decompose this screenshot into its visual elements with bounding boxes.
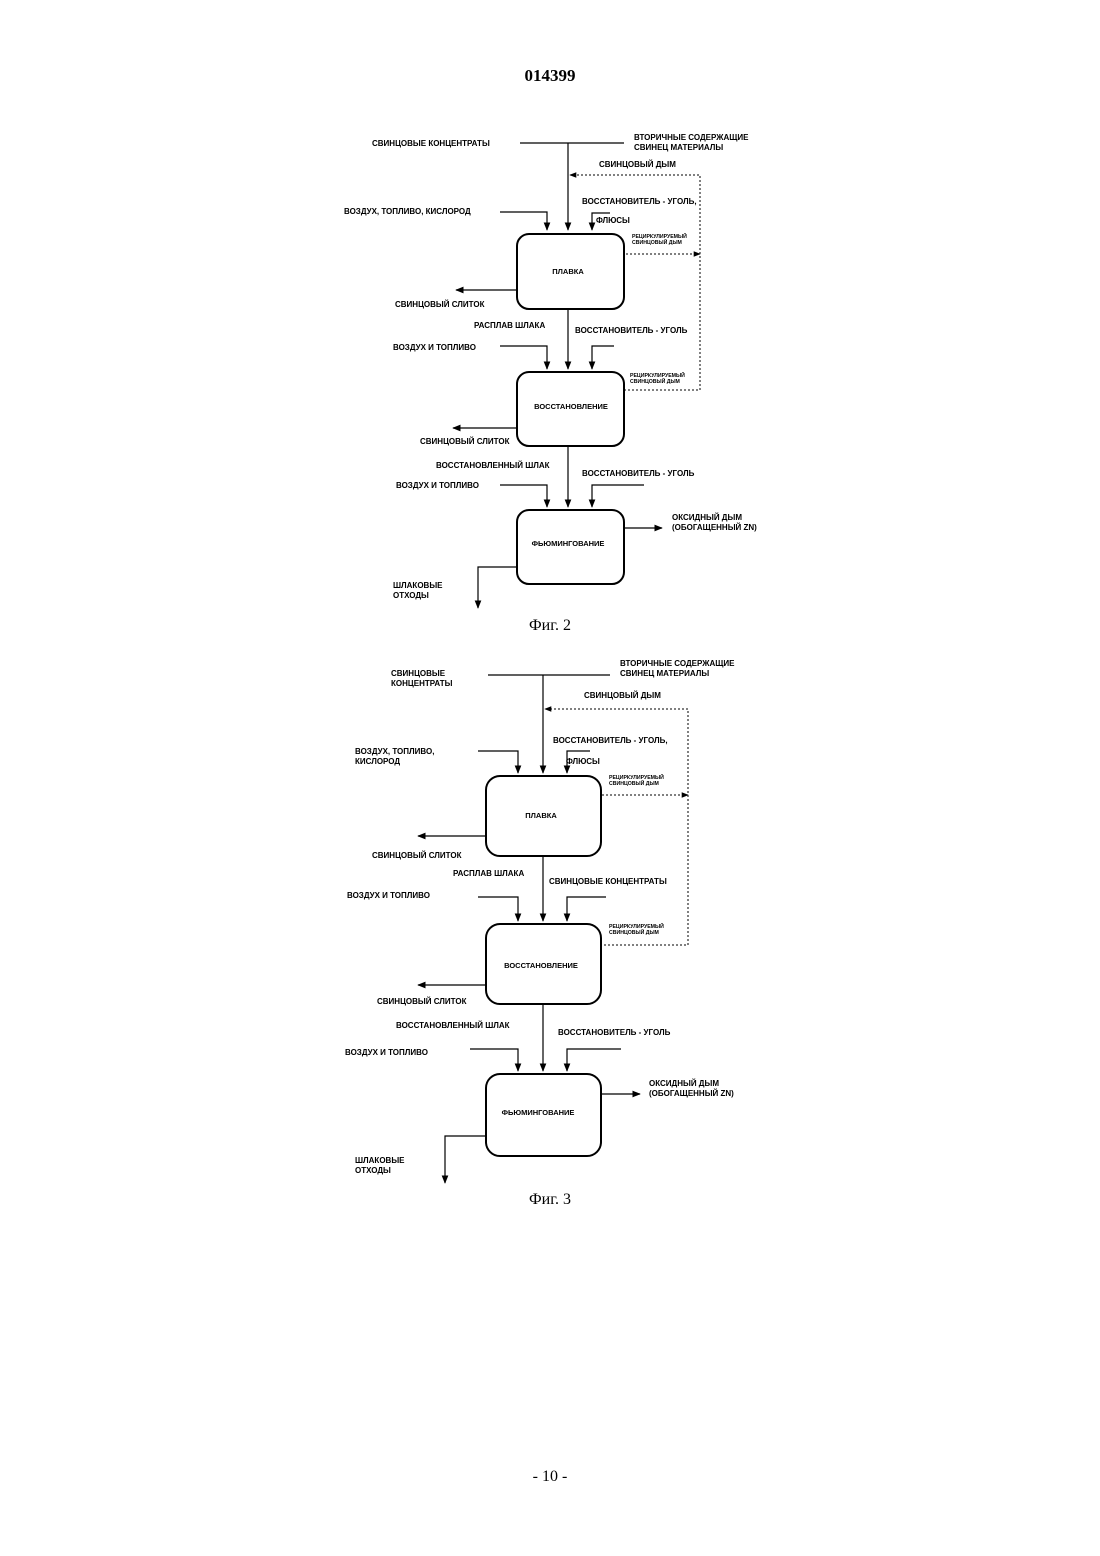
label-reductant-mid: ВОССТАНОВИТЕЛЬ - УГОЛЬ — [575, 326, 688, 335]
label-reductant-top: ВОССТАНОВИТЕЛЬ - УГОЛЬ, — [553, 736, 668, 745]
label-air-fuel-mid: ВОЗДУХ И ТОПЛИВО — [393, 343, 476, 352]
label-bullion-1: СВИНЦОВЫЙ СЛИТОК — [395, 300, 485, 309]
air-fuel-arrow-2 — [500, 485, 547, 507]
label-fluxes: ФЛЮСЫ — [566, 757, 600, 766]
slag-waste-arrow — [445, 1136, 486, 1183]
label-reductant-low: ВОССТАНОВИТЕЛЬ - УГОЛЬ — [582, 469, 695, 478]
label-air-fuel-oxygen-1: ВОЗДУХ, ТОПЛИВО, — [355, 747, 434, 756]
label-recirc-1b: СВИНЦОВЫЙ ДЫМ — [609, 779, 659, 787]
air-fuel-arrow-1 — [500, 346, 547, 369]
label-secondary-2: СВИНЕЦ МАТЕРИАЛЫ — [634, 143, 723, 152]
slag-waste-arrow — [478, 567, 517, 608]
label-secondary-2: СВИНЕЦ МАТЕРИАЛЫ — [620, 669, 709, 678]
label-bullion-2: СВИНЦОВЫЙ СЛИТОК — [420, 437, 510, 446]
reductant-arrow-2 — [592, 485, 644, 507]
air-fuel-oxygen-arrow — [478, 751, 518, 773]
fuming-label: ФЬЮМИНГОВАНИЕ — [502, 1108, 575, 1117]
figure-2: ПЛАВКА ВОССТАНОВЛЕНИЕ ФЬЮМИНГОВАНИЕ СВИН… — [344, 133, 757, 634]
lead-conc-arrow — [567, 897, 606, 921]
label-lead-conc-mid: СВИНЦОВЫЕ КОНЦЕНТРАТЫ — [549, 877, 667, 886]
reduction-label: ВОССТАНОВЛЕНИЕ — [534, 402, 608, 411]
label-secondary-1: ВТОРИЧНЫЕ СОДЕРЖАЩИЕ — [620, 659, 735, 668]
label-lead-conc-2: КОНЦЕНТРАТЫ — [391, 679, 453, 688]
label-oxide-fume-1: ОКСИДНЫЙ ДЫМ — [649, 1079, 719, 1088]
label-air-fuel-oxygen: ВОЗДУХ, ТОПЛИВО, КИСЛОРОД — [344, 207, 471, 216]
label-slag-melt: РАСПЛАВ ШЛАКА — [453, 869, 524, 878]
label-reductant-top: ВОССТАНОВИТЕЛЬ - УГОЛЬ, — [582, 197, 697, 206]
label-reductant-low: ВОССТАНОВИТЕЛЬ - УГОЛЬ — [558, 1028, 671, 1037]
label-recirc-1a: РЕЦИРКУЛИРУЕМЫЙ — [609, 773, 664, 781]
label-slag-waste-2: ОТХОДЫ — [355, 1166, 391, 1175]
smelting-label: ПЛАВКА — [525, 811, 557, 820]
label-lead-fume: СВИНЦОВЫЙ ДЫМ — [584, 691, 661, 700]
label-air-fuel-low: ВОЗДУХ И ТОПЛИВО — [396, 481, 479, 490]
label-fluxes: ФЛЮСЫ — [596, 216, 630, 225]
label-oxide-fume-2: (ОБОГАЩЕННЫЙ ZN) — [649, 1089, 734, 1098]
reduction-label: ВОССТАНОВЛЕНИЕ — [504, 961, 578, 970]
label-recirc-1b: СВИНЦОВЫЙ ДЫМ — [632, 238, 682, 246]
label-recirc-2b: СВИНЦОВЫЙ ДЫМ — [609, 928, 659, 936]
label-secondary-1: ВТОРИЧНЫЕ СОДЕРЖАЩИЕ — [634, 133, 749, 142]
page-number: - 10 - — [0, 1468, 1100, 1486]
fuming-label: ФЬЮМИНГОВАНИЕ — [532, 539, 605, 548]
label-oxide-fume-1: ОКСИДНЫЙ ДЫМ — [672, 513, 742, 522]
figure-3-caption: Фиг. 3 — [529, 1191, 571, 1208]
smelting-label: ПЛАВКА — [552, 267, 584, 276]
reductant-arrow-2 — [567, 1049, 621, 1071]
air-fuel-oxygen-arrow — [500, 212, 547, 230]
label-air-fuel-oxygen-2: КИСЛОРОД — [355, 757, 400, 766]
figure-2-caption: Фиг. 2 — [529, 617, 571, 634]
reductant-arrow-1 — [592, 346, 614, 369]
label-bullion-2: СВИНЦОВЫЙ СЛИТОК — [377, 997, 467, 1006]
figure-3: ПЛАВКА ВОССТАНОВЛЕНИЕ ФЬЮМИНГОВАНИЕ СВИН… — [345, 659, 735, 1208]
label-recirc-1a: РЕЦИРКУЛИРУЕМЫЙ — [632, 232, 687, 240]
label-slag-waste-1: ШЛАКОВЫЕ — [393, 581, 443, 590]
label-lead-fume: СВИНЦОВЫЙ ДЫМ — [599, 160, 676, 169]
label-recirc-2a: РЕЦИРКУЛИРУЕМЫЙ — [630, 371, 685, 379]
label-slag-waste-2: ОТХОДЫ — [393, 591, 429, 600]
label-reduced-slag: ВОССТАНОВЛЕННЫЙ ШЛАК — [396, 1021, 510, 1030]
label-lead-concentrates: СВИНЦОВЫЕ КОНЦЕНТРАТЫ — [372, 139, 490, 148]
label-air-fuel-mid: ВОЗДУХ И ТОПЛИВО — [347, 891, 430, 900]
label-recirc-2b: СВИНЦОВЫЙ ДЫМ — [630, 377, 680, 385]
air-fuel-arrow-2 — [470, 1049, 518, 1071]
label-reduced-slag: ВОССТАНОВЛЕННЫЙ ШЛАК — [436, 461, 550, 470]
label-recirc-2a: РЕЦИРКУЛИРУЕМЫЙ — [609, 922, 664, 930]
air-fuel-arrow-1 — [478, 897, 518, 921]
label-slag-melt: РАСПЛАВ ШЛАКА — [474, 321, 545, 330]
label-slag-waste-1: ШЛАКОВЫЕ — [355, 1156, 405, 1165]
label-oxide-fume-2: (ОБОГАЩЕННЫЙ ZN) — [672, 523, 757, 532]
label-lead-conc-1: СВИНЦОВЫЕ — [391, 669, 446, 678]
label-air-fuel-low: ВОЗДУХ И ТОПЛИВО — [345, 1048, 428, 1057]
label-bullion-1: СВИНЦОВЫЙ СЛИТОК — [372, 851, 462, 860]
